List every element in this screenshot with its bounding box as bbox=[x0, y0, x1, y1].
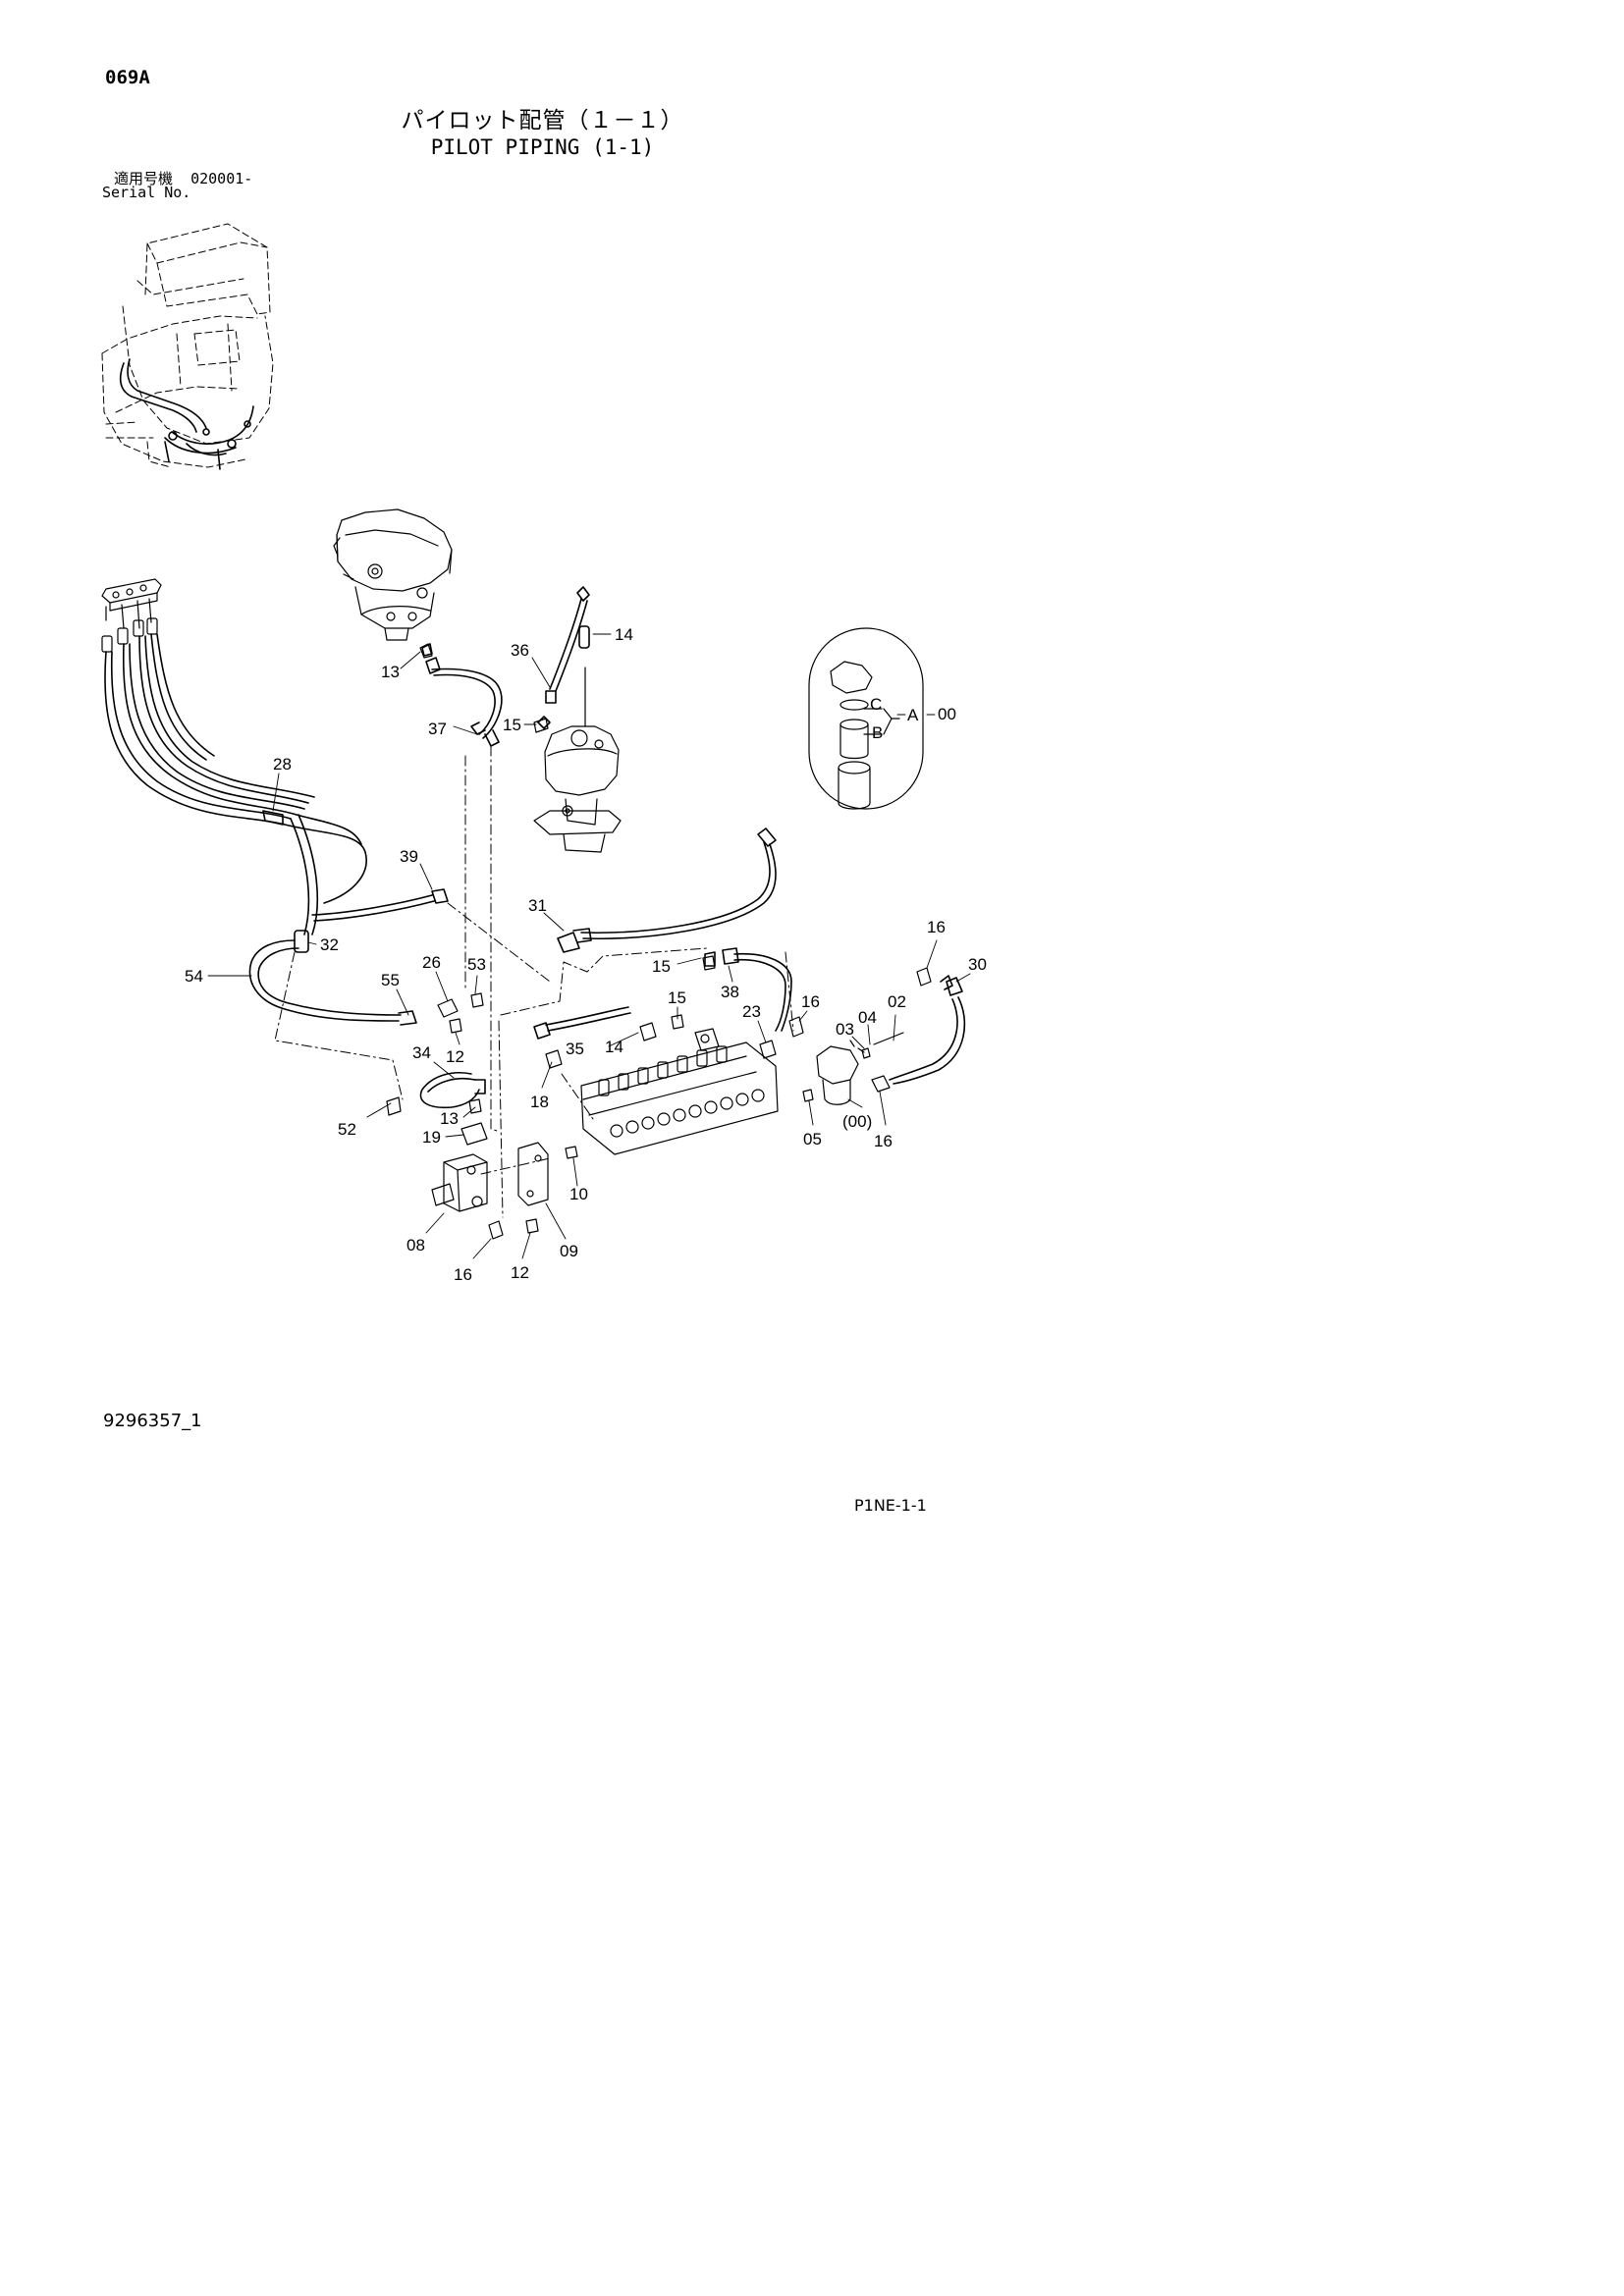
machine-overview-illustration bbox=[101, 223, 274, 468]
callout-12a: 12 bbox=[446, 1047, 464, 1066]
remote-control-valve-upper bbox=[333, 508, 453, 641]
callout-02: 02 bbox=[888, 992, 906, 1011]
callout-15a: 15 bbox=[503, 716, 521, 734]
leader-lines bbox=[207, 633, 971, 1259]
callout-36: 36 bbox=[511, 641, 529, 660]
shuttle-valve-block bbox=[431, 1153, 504, 1240]
callout-30: 30 bbox=[968, 955, 987, 974]
callout-35: 35 bbox=[566, 1040, 584, 1058]
filter-detail-ellipse bbox=[808, 627, 924, 810]
callout-12b: 12 bbox=[511, 1263, 529, 1282]
callout-39: 39 bbox=[400, 847, 418, 866]
callout-54: 54 bbox=[185, 967, 203, 986]
callout-26: 26 bbox=[422, 953, 441, 972]
callout-C: C bbox=[870, 695, 882, 714]
pilot-piping-diagram: 13 37 15 36 14 C B A 00 28 39 31 32 54 5… bbox=[101, 223, 987, 1284]
callout-16d: 16 bbox=[454, 1265, 472, 1284]
callout-09: 09 bbox=[560, 1242, 578, 1260]
callout-00-paren: (00) bbox=[842, 1112, 872, 1131]
serial-label-japanese: 適用号機 bbox=[114, 170, 174, 187]
callout-A: A bbox=[907, 706, 919, 724]
callout-55: 55 bbox=[381, 971, 400, 989]
drawing-number: 9296357_1 bbox=[103, 1411, 202, 1431]
callout-19: 19 bbox=[422, 1128, 441, 1147]
control-valve bbox=[580, 1028, 779, 1155]
page-code: 069A bbox=[105, 67, 150, 88]
hose-36 bbox=[537, 586, 590, 729]
callout-31: 31 bbox=[528, 896, 547, 915]
callout-13b: 13 bbox=[440, 1109, 459, 1128]
title-japanese: パイロット配管（１－１） bbox=[401, 108, 684, 133]
hose-38 bbox=[704, 947, 792, 1032]
overview-pilot-hoses bbox=[119, 358, 254, 470]
callout-03: 03 bbox=[836, 1020, 854, 1039]
callout-10: 10 bbox=[569, 1185, 588, 1203]
callout-16c: 16 bbox=[874, 1132, 893, 1150]
serial-label-english: Serial No. bbox=[102, 184, 191, 201]
callout-13a: 13 bbox=[381, 663, 400, 681]
page-reference: P1NE-1-1 bbox=[854, 1496, 927, 1515]
hose-34 bbox=[419, 1072, 486, 1109]
callout-52: 52 bbox=[338, 1120, 356, 1139]
callout-15c: 15 bbox=[668, 988, 686, 1007]
hose-30 bbox=[889, 975, 966, 1085]
callout-05: 05 bbox=[803, 1130, 822, 1148]
bracket-09 bbox=[517, 1142, 549, 1206]
callout-18: 18 bbox=[530, 1093, 549, 1111]
callout-14b: 14 bbox=[605, 1038, 623, 1056]
hose-31 bbox=[557, 828, 777, 953]
hose-35 bbox=[533, 1006, 631, 1040]
hose-39 bbox=[311, 888, 449, 922]
callout-37: 37 bbox=[428, 720, 447, 738]
callout-34: 34 bbox=[412, 1043, 431, 1062]
manifold-block-left bbox=[101, 578, 162, 653]
callout-16a: 16 bbox=[801, 992, 820, 1011]
filter-assembly bbox=[802, 1040, 891, 1105]
callout-16b: 16 bbox=[927, 918, 946, 936]
callout-38: 38 bbox=[721, 983, 739, 1001]
title-english: PILOT PIPING (1-1) bbox=[430, 135, 655, 159]
remote-control-valve-lower bbox=[533, 667, 622, 853]
callout-00: 00 bbox=[938, 705, 956, 723]
fittings bbox=[386, 643, 932, 1234]
hose-bundle-28 bbox=[104, 633, 367, 935]
callout-08: 08 bbox=[406, 1236, 425, 1255]
callout-28: 28 bbox=[273, 755, 292, 774]
callout-B: B bbox=[872, 723, 883, 742]
routing-dash-lines bbox=[274, 745, 794, 1218]
hose-54 bbox=[248, 930, 417, 1026]
callout-32: 32 bbox=[320, 935, 339, 954]
callout-14a: 14 bbox=[615, 625, 633, 644]
callout-04: 04 bbox=[858, 1008, 877, 1027]
callout-53: 53 bbox=[467, 955, 486, 974]
serial-range: 020001- bbox=[190, 170, 253, 187]
hose-37 bbox=[421, 643, 503, 747]
callout-labels: 13 37 15 36 14 C B A 00 28 39 31 32 54 5… bbox=[185, 625, 987, 1284]
callout-15b: 15 bbox=[652, 957, 671, 976]
serial-applicability: 適用号機 020001- bbox=[114, 168, 252, 188]
callout-23: 23 bbox=[742, 1002, 761, 1021]
